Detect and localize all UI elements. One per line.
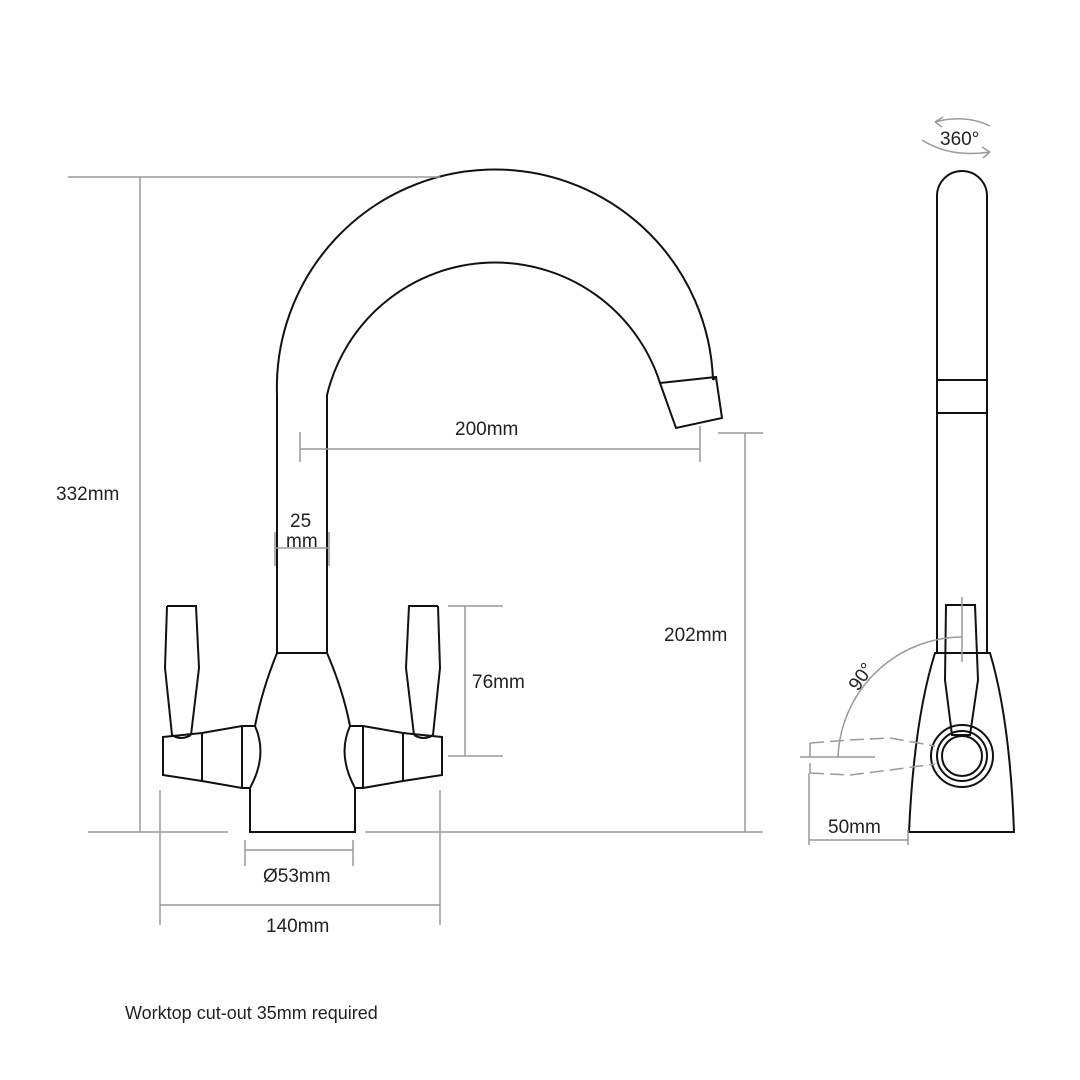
tap-body xyxy=(249,652,356,833)
spout-diameter-label-top: 25 xyxy=(290,511,311,532)
base-diameter-label: Ø53mm xyxy=(263,866,331,887)
swivel-label: 360° xyxy=(940,129,979,150)
side-hub-outer xyxy=(930,724,994,788)
lever-height-label: 76mm xyxy=(472,672,525,693)
dimension-lines xyxy=(68,176,763,925)
front-view-tap xyxy=(162,168,724,833)
side-body xyxy=(907,652,1016,833)
side-hub-inner xyxy=(941,735,983,777)
side-hub-middle xyxy=(936,730,988,782)
spout-clearance-label: 202mm xyxy=(664,625,727,646)
spout-outline xyxy=(275,168,714,653)
height-total-label: 332mm xyxy=(56,484,119,505)
reach-label: 200mm xyxy=(455,419,518,440)
side-lever xyxy=(943,604,980,736)
left-handle xyxy=(162,605,262,789)
spout-diameter-label-bottom: mm xyxy=(286,531,318,552)
width-total-label: 140mm xyxy=(266,916,329,937)
spout-nozzle xyxy=(658,375,724,430)
right-handle xyxy=(343,605,443,789)
side-spout xyxy=(936,170,988,653)
side-view-tap xyxy=(800,116,1016,845)
lever-rotation-label: 90° xyxy=(845,659,879,695)
worktop-note: Worktop cut-out 35mm required xyxy=(125,1003,378,1023)
lever-depth-label: 50mm xyxy=(828,817,881,838)
